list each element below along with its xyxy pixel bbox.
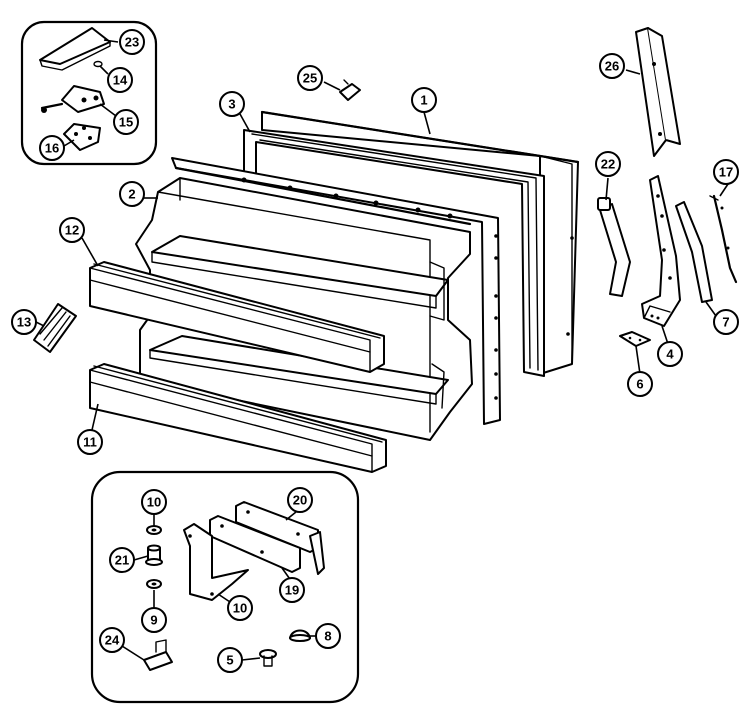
hinge-hardware-inset [90, 470, 360, 704]
leader-lines [35, 39, 729, 661]
callout-16-label: 16 [45, 141, 59, 156]
callout-25: 25 [297, 65, 323, 91]
shelf-end-bracket [33, 303, 77, 353]
callout-17-label: 17 [719, 165, 733, 180]
callout-6-label: 6 [636, 377, 643, 392]
handle-bracket [635, 27, 681, 157]
callout-10-bottom-label: 10 [233, 601, 247, 616]
callout-19: 19 [279, 577, 305, 603]
door-handle [641, 175, 681, 327]
callout-6: 6 [627, 371, 653, 397]
callout-8-label: 8 [324, 629, 331, 644]
callout-2-label: 2 [128, 187, 135, 202]
callout-12: 12 [59, 217, 85, 243]
callout-21-label: 21 [115, 553, 129, 568]
callout-10-top: 10 [141, 489, 167, 515]
callout-22: 22 [595, 151, 621, 177]
inner-door-liner [135, 157, 501, 441]
screw-part [339, 79, 361, 101]
callout-14: 14 [107, 67, 133, 93]
hinge-parts-inset [20, 20, 158, 166]
callout-22-label: 22 [601, 157, 615, 172]
callout-1-label: 1 [420, 93, 427, 108]
callout-2: 2 [119, 181, 145, 207]
callout-14-label: 14 [113, 73, 128, 88]
callout-25-label: 25 [303, 71, 317, 86]
callout-19-label: 19 [285, 583, 299, 598]
callout-11: 11 [77, 429, 103, 455]
callout-26: 26 [599, 53, 625, 79]
callout-15: 15 [113, 109, 139, 135]
callout-8: 8 [315, 623, 341, 649]
callout-7-label: 7 [722, 315, 729, 330]
callout-3-label: 3 [228, 97, 235, 112]
callout-21: 21 [109, 547, 135, 573]
upper-shelf-bar [89, 261, 385, 373]
callout-9: 9 [141, 607, 167, 633]
callout-13: 13 [11, 309, 37, 335]
callout-5-label: 5 [226, 653, 233, 668]
callout-24-label: 24 [105, 633, 120, 648]
small-plate [619, 331, 651, 347]
callout-3: 3 [219, 91, 245, 117]
callout-7: 7 [713, 309, 739, 335]
lower-shelf-bar [89, 363, 387, 473]
callout-16: 16 [39, 135, 65, 161]
callout-5: 5 [217, 647, 243, 673]
callout-10-top-label: 10 [147, 495, 161, 510]
callout-12-label: 12 [65, 223, 79, 238]
callout-4: 4 [657, 341, 683, 367]
callout-4-label: 4 [666, 347, 674, 362]
callout-26-label: 26 [605, 59, 619, 74]
trim-strip [675, 201, 713, 303]
callout-20-label: 20 [293, 493, 307, 508]
callout-1: 1 [411, 87, 437, 113]
callout-11-label: 11 [83, 435, 97, 450]
callout-20: 20 [287, 487, 313, 513]
trim-wire [709, 194, 738, 284]
callout-17: 17 [713, 159, 739, 185]
callout-23: 23 [119, 29, 145, 55]
callout-10-bottom: 10 [227, 595, 253, 621]
callout-23-label: 23 [125, 35, 139, 50]
callout-9-label: 9 [150, 613, 157, 628]
callout-13-label: 13 [17, 315, 31, 330]
callout-24: 24 [99, 627, 125, 653]
handle-strap [597, 197, 631, 297]
callout-15-label: 15 [119, 115, 133, 130]
